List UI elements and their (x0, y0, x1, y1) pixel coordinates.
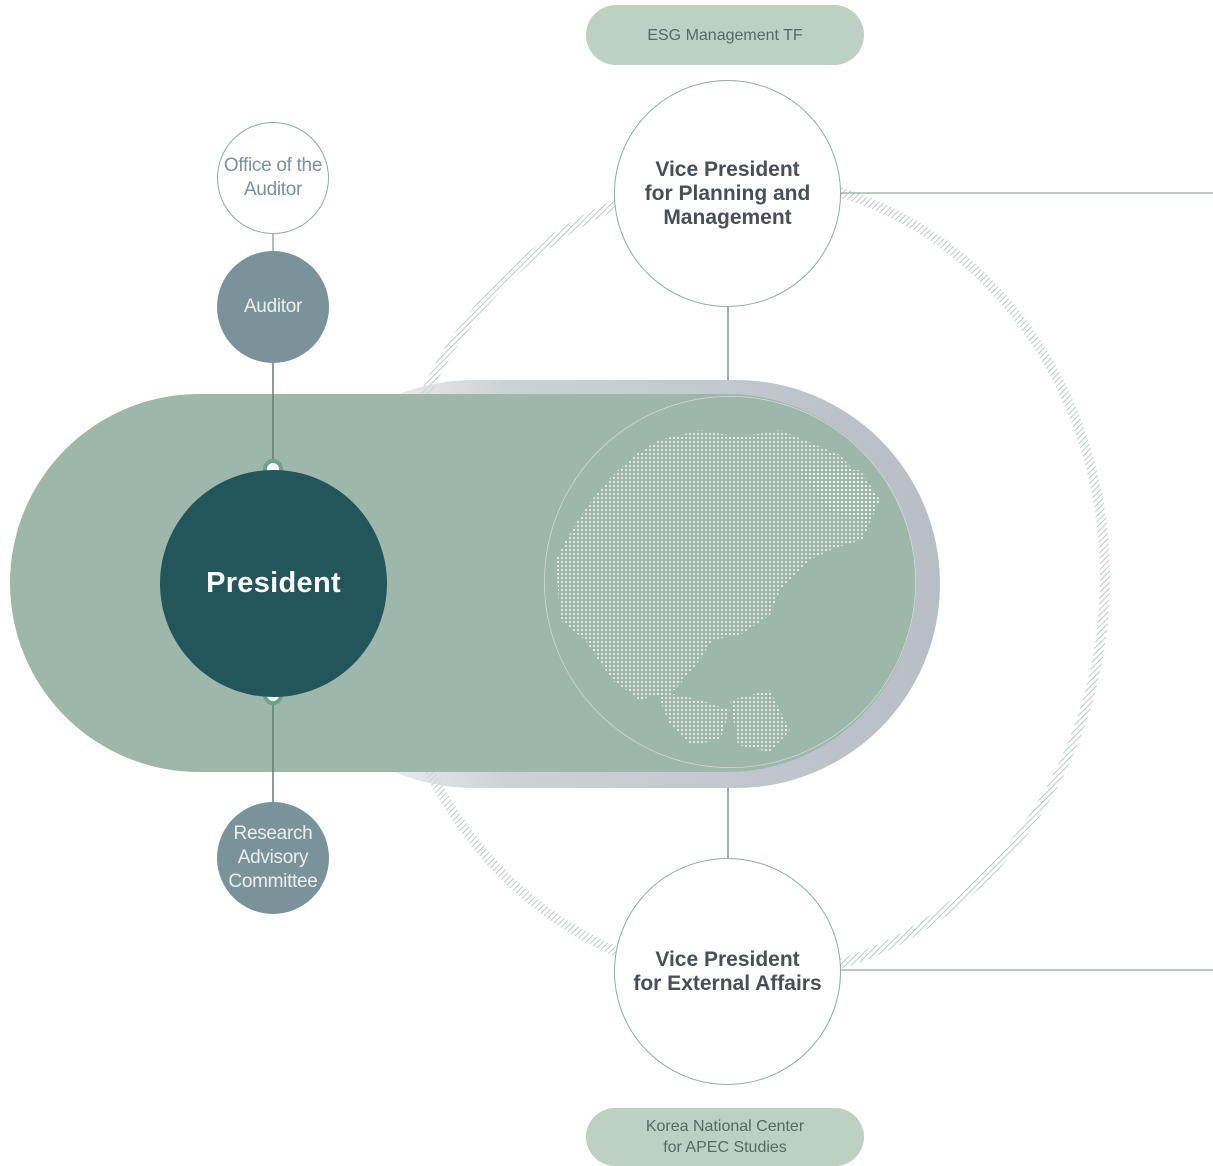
office-of-auditor-label: Office of the Auditor (223, 155, 323, 200)
vp-external-affairs-node: Vice President for External Affairs (614, 858, 841, 1085)
esg-management-tf-pill: ESG Management TF (586, 5, 864, 65)
research-advisory-committee-label: Research Advisory Committee (228, 823, 318, 892)
esg-management-tf-label: ESG Management TF (647, 26, 803, 44)
auditor-node: Auditor (217, 251, 329, 363)
vp-external-affairs-label: Vice President for External Affairs (633, 947, 822, 995)
korea-national-center-apec-pill: Korea National Center for APEC Studies (586, 1108, 864, 1166)
auditor-label: Auditor (243, 296, 303, 317)
globe-graphic (544, 396, 916, 768)
vp-planning-management-label: Vice President for Planning and Manageme… (644, 157, 811, 229)
president-node: President (160, 470, 387, 697)
office-of-auditor-node: Office of the Auditor (217, 122, 329, 234)
korea-national-center-apec-label: Korea National Center for APEC Studies (645, 1118, 805, 1156)
president-label: President (206, 567, 341, 599)
research-advisory-committee-node: Research Advisory Committee (217, 802, 329, 914)
vp-planning-management-node: Vice President for Planning and Manageme… (614, 80, 841, 307)
